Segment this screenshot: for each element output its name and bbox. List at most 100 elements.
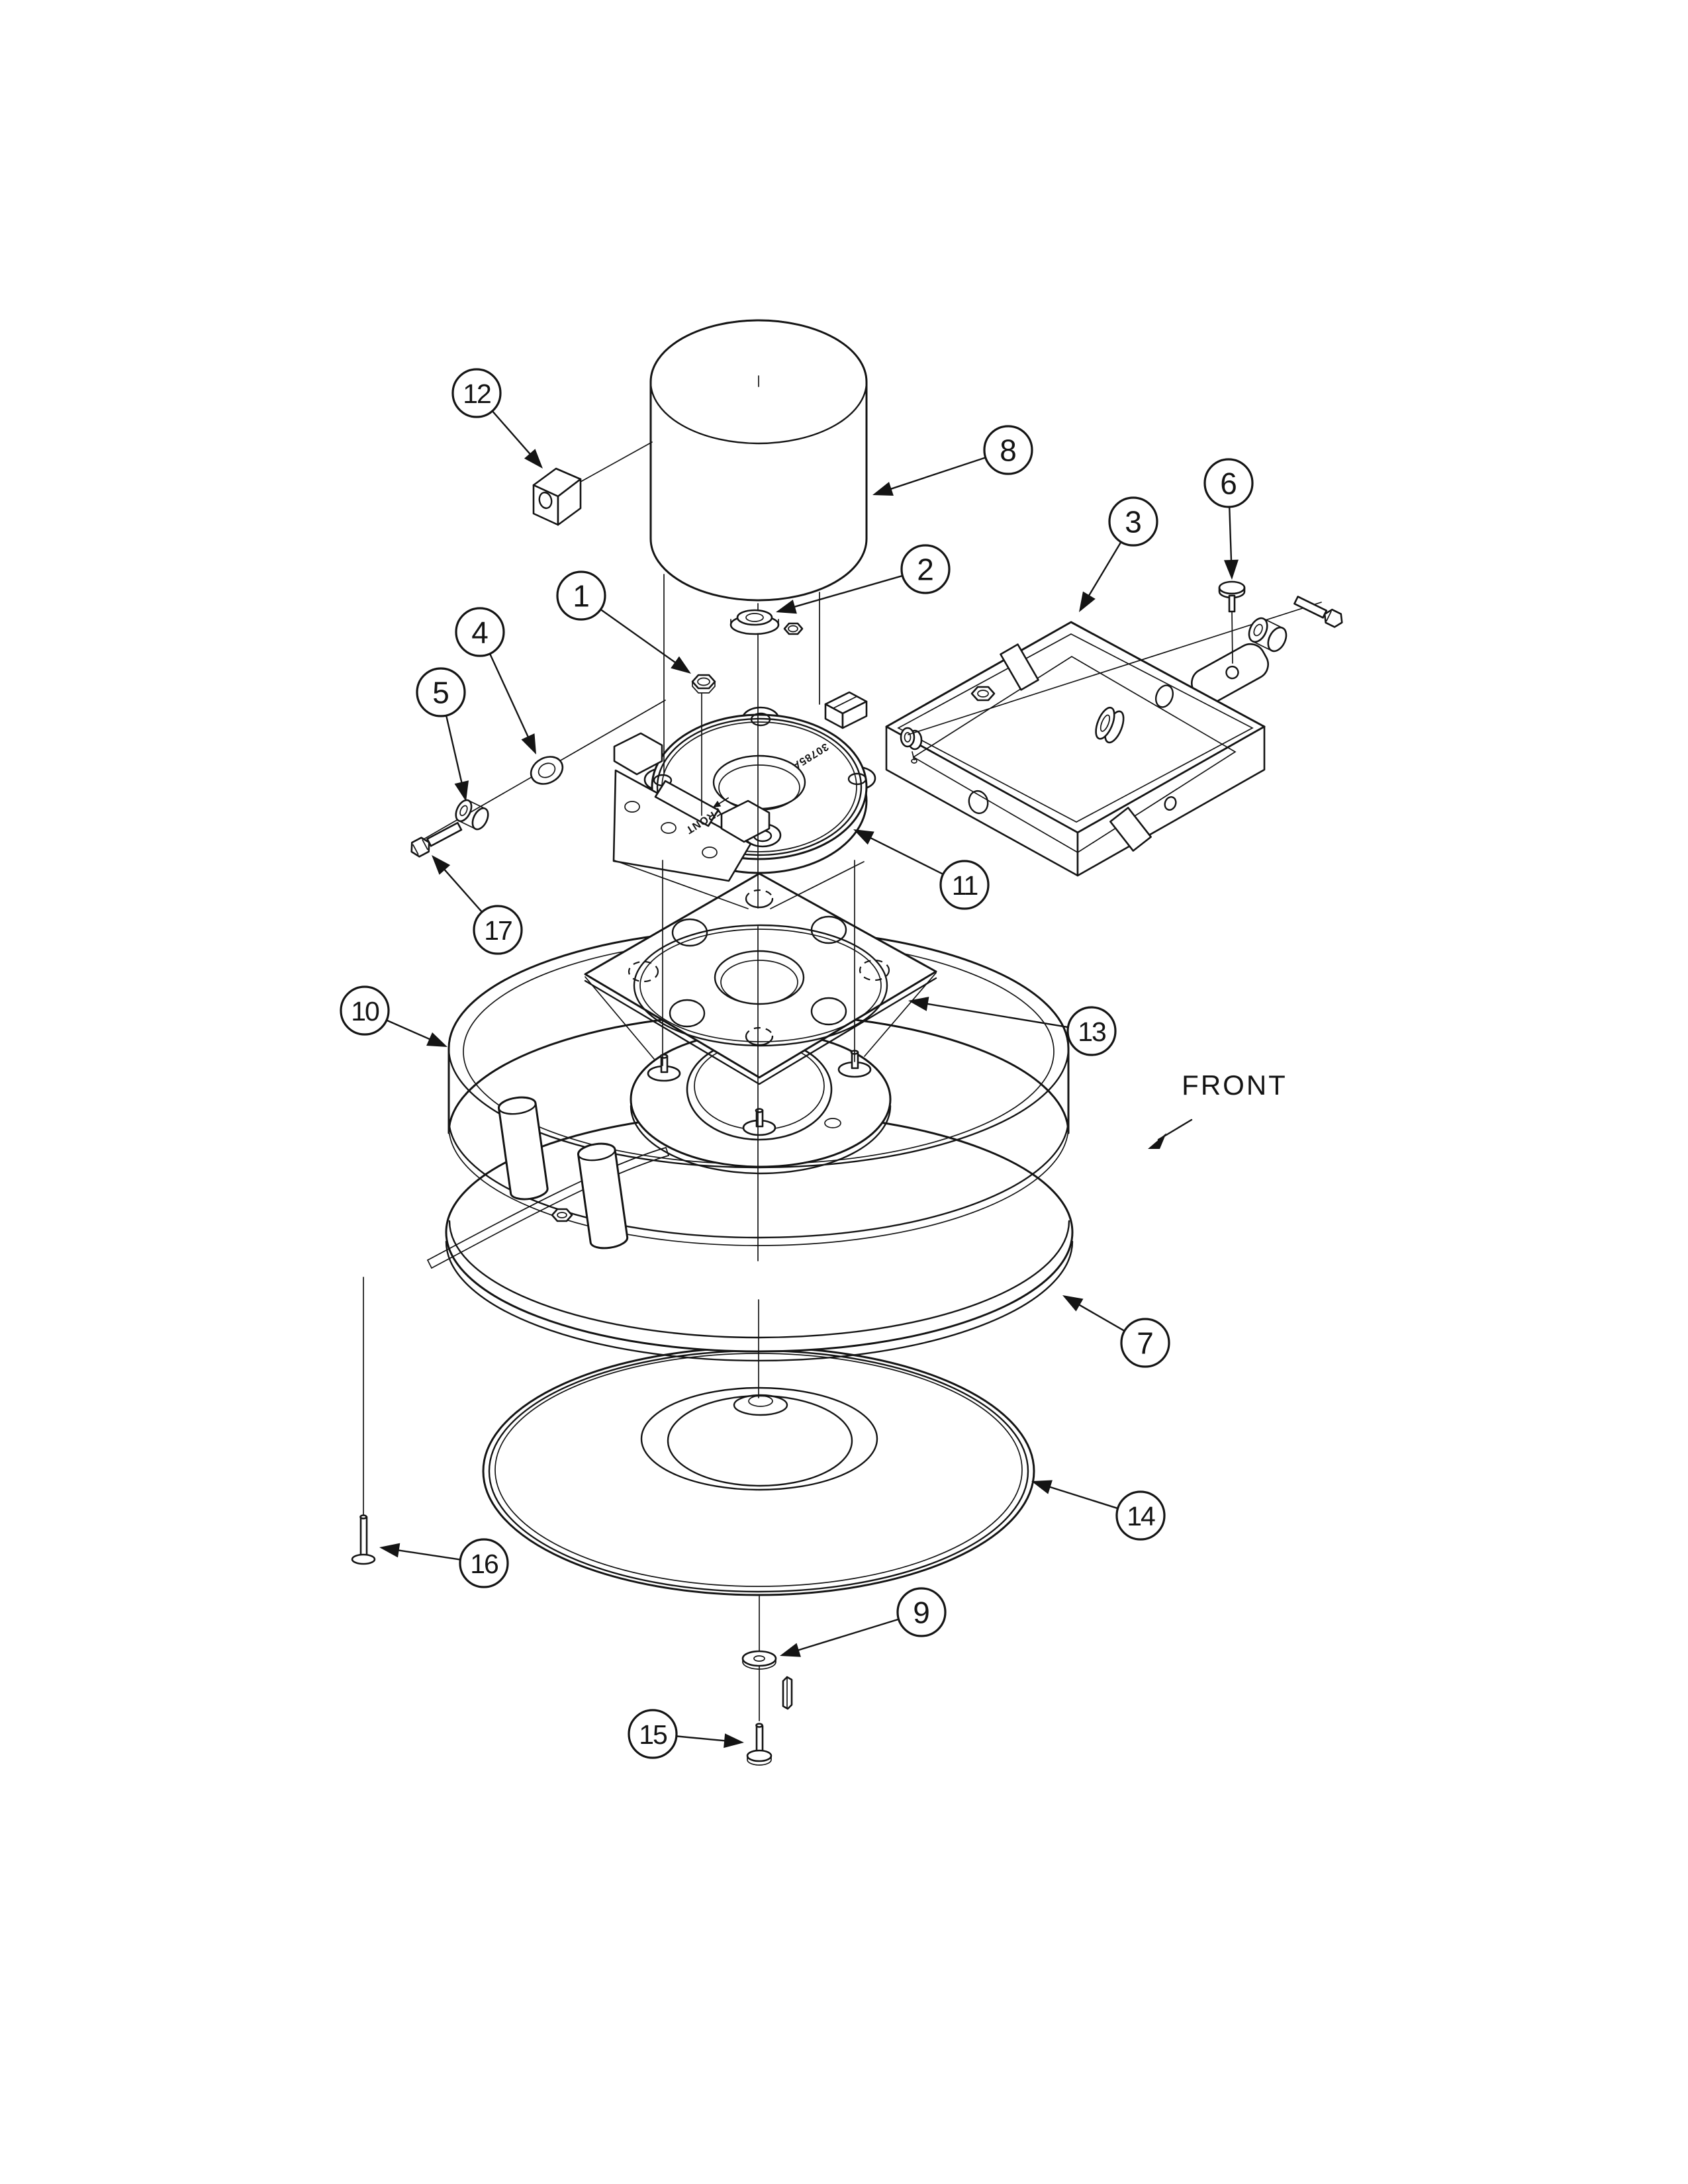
callout-leader — [444, 869, 483, 913]
callout-arrowhead — [724, 1733, 744, 1749]
callout-14: 14 — [1031, 1480, 1166, 1541]
control-box-frame — [885, 621, 1269, 877]
hex-nut-2 — [783, 622, 804, 635]
wire-guard-strap — [427, 1147, 669, 1269]
callout-circle — [1120, 1318, 1170, 1368]
plate-front-arrow-icon — [712, 797, 729, 808]
callout-15: 15 — [628, 1709, 744, 1759]
drive-key — [782, 1676, 793, 1710]
callout-leader — [1229, 506, 1233, 561]
callout-circle — [896, 1587, 947, 1637]
callout-13: 13 — [908, 997, 1117, 1056]
callout-number: 16 — [470, 1549, 498, 1579]
callout-number: 10 — [351, 996, 379, 1026]
callout-circle — [416, 667, 466, 717]
callout-leader — [489, 653, 529, 737]
screw-15 — [746, 1723, 773, 1766]
callout-circle — [1108, 496, 1158, 547]
washer-2 — [729, 609, 780, 635]
drive-hub — [630, 1030, 892, 1175]
callout-arrowhead — [454, 780, 469, 801]
callout-circle — [1115, 1490, 1166, 1541]
callout-leader — [385, 1019, 430, 1040]
callout-leader — [798, 1618, 900, 1651]
spacer-6 — [1248, 617, 1288, 653]
frame-wall-hole — [1164, 796, 1177, 811]
callout-number: 11 — [952, 870, 978, 901]
callout-circle — [556, 570, 606, 621]
callout-3: 3 — [1079, 496, 1158, 612]
callout-arrowhead — [853, 829, 874, 845]
callout-4: 4 — [455, 607, 536, 754]
bolt-17 — [410, 821, 463, 858]
callout-leader — [794, 574, 904, 608]
callout-leader — [398, 1549, 461, 1561]
callout-arrowhead — [908, 997, 929, 1011]
hub-stud — [647, 1054, 681, 1082]
callout-number: 7 — [1137, 1326, 1154, 1361]
channel-bracket — [612, 732, 771, 882]
callout-1: 1 — [556, 570, 691, 674]
hardware — [351, 580, 1343, 1766]
callout-arrowhead — [1031, 1480, 1053, 1494]
callout-circle — [900, 544, 951, 594]
callout-circle — [473, 905, 523, 955]
callout-leader — [927, 1003, 1069, 1028]
washer-9 — [741, 1650, 777, 1670]
callout-circle — [455, 607, 505, 657]
callout-arrowhead — [776, 600, 797, 614]
callout-16: 16 — [379, 1538, 509, 1588]
callout-number: 4 — [471, 615, 489, 650]
hub-pilot-hole — [824, 1118, 841, 1128]
callout-number: 2 — [917, 553, 934, 587]
callout-8: 8 — [872, 425, 1033, 496]
callout-arrowhead — [521, 733, 536, 754]
pin-16 — [351, 1514, 376, 1565]
callout-arrowhead — [780, 1643, 801, 1657]
callout-circle — [340, 985, 390, 1036]
callout-number: 6 — [1220, 467, 1237, 501]
hex-bolt-6 — [1293, 596, 1343, 628]
callout-leader — [890, 457, 987, 490]
frame-inner-nut — [970, 686, 996, 702]
callout-7: 7 — [1062, 1295, 1170, 1368]
callout-circle — [451, 368, 502, 418]
callout-number: 5 — [432, 676, 449, 710]
callout-circle — [1066, 1006, 1117, 1056]
frame-grommet — [1095, 706, 1125, 744]
callout-leader — [491, 410, 531, 455]
callout-number: 15 — [639, 1719, 667, 1750]
callout-10: 10 — [340, 985, 447, 1047]
callout-number: 17 — [484, 915, 512, 946]
callout-arrowhead — [1079, 591, 1096, 612]
callout-circle — [1203, 458, 1254, 508]
hex-nut-1 — [691, 674, 716, 694]
spacer-5 — [455, 799, 489, 831]
handle-post-right — [577, 1142, 629, 1250]
callout-circle — [983, 425, 1033, 475]
callout-number: 14 — [1127, 1501, 1155, 1531]
callout-leader — [1078, 1304, 1126, 1332]
frame-corner-bolt — [900, 727, 923, 764]
screw-6 — [1218, 580, 1246, 613]
callout-12: 12 — [451, 368, 543, 469]
strap-clamp-nut — [551, 1208, 573, 1222]
callout-leader — [675, 1735, 726, 1742]
washer-4 — [530, 756, 564, 785]
mount-plate-clip — [824, 691, 868, 729]
callout-arrowhead — [1223, 559, 1239, 580]
callout-leader — [600, 608, 676, 663]
gasket-plate — [584, 872, 937, 1085]
callout-circle — [628, 1709, 678, 1759]
motor-mount-plate: 30785A FRONT — [612, 691, 876, 882]
callout-number: 8 — [1000, 433, 1017, 468]
frame-notch-se — [1109, 807, 1152, 852]
frame-notch-nw — [1000, 643, 1039, 691]
callout-2: 2 — [776, 544, 951, 614]
frame-wall-hole — [968, 790, 989, 815]
callout-arrowhead — [524, 449, 543, 469]
callout-leader — [445, 714, 463, 783]
